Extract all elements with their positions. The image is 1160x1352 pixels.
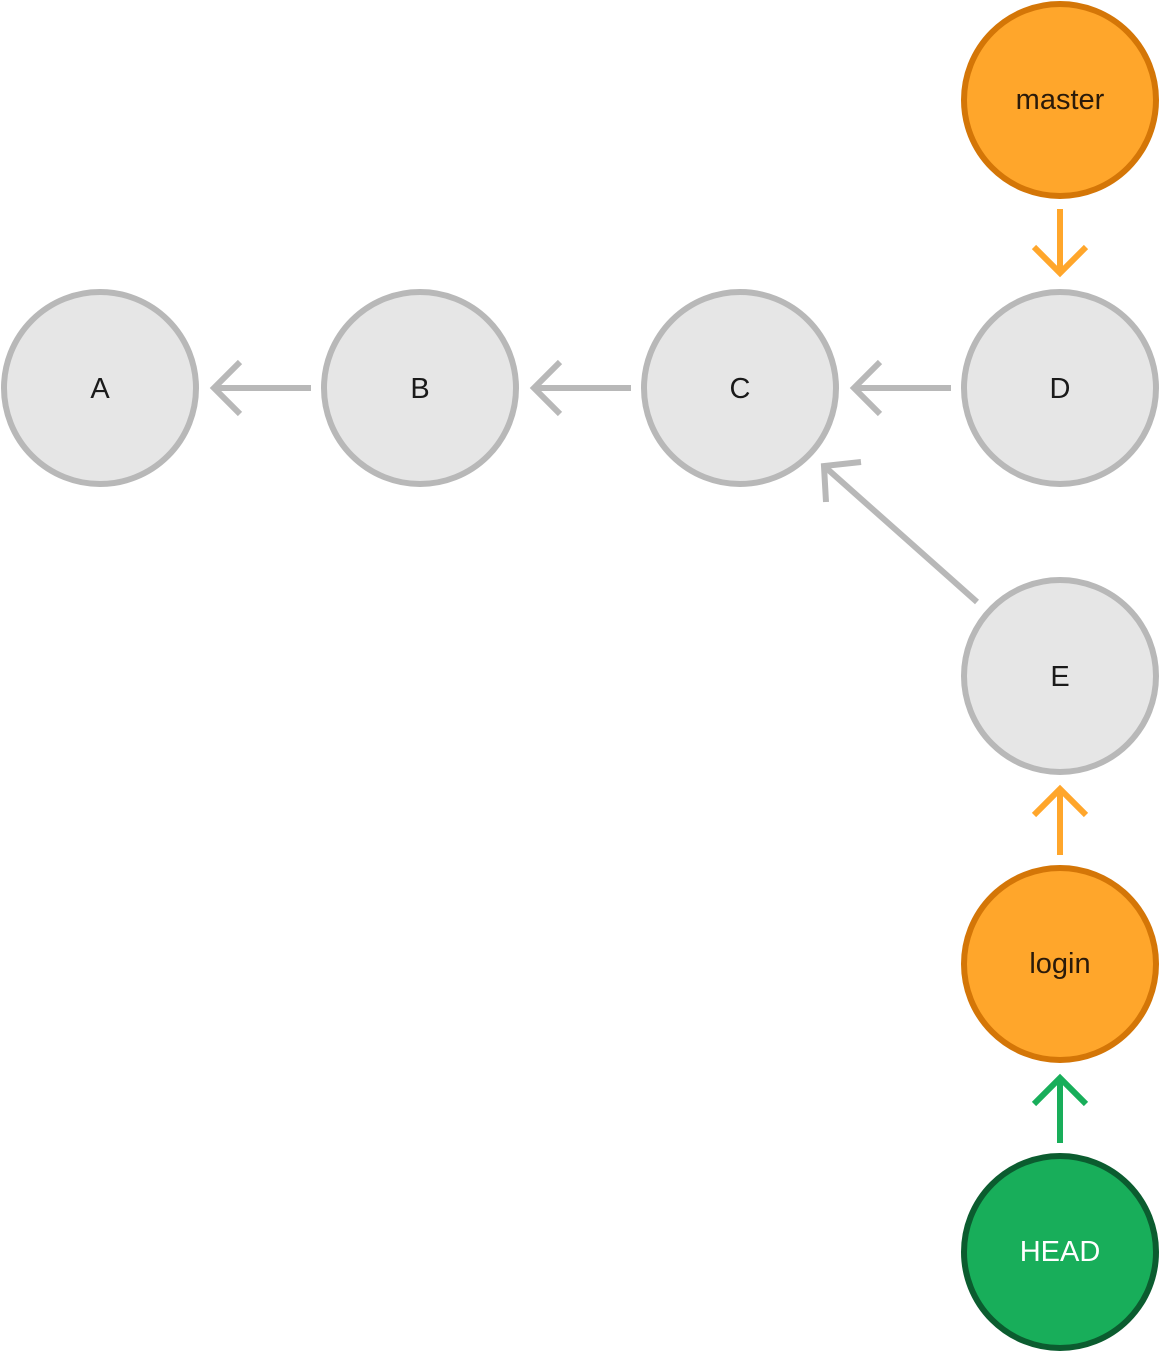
commit-label-d: D	[1050, 373, 1071, 405]
branch-label-master: master	[1016, 84, 1105, 116]
branch-node-master: master	[961, 1, 1159, 199]
edge-c-to-b	[529, 359, 631, 417]
commit-node-e: E	[961, 577, 1159, 775]
commit-node-b: B	[321, 289, 519, 487]
commit-label-e: E	[1050, 661, 1069, 693]
commit-node-a: A	[1, 289, 199, 487]
edges	[209, 209, 1089, 1143]
edge-d-to-c	[849, 359, 951, 417]
commit-node-d: D	[961, 289, 1159, 487]
commit-label-b: B	[410, 373, 429, 405]
edge-login-to-e	[1031, 784, 1089, 855]
commit-label-a: A	[90, 373, 110, 405]
commit-node-c: C	[641, 289, 839, 487]
edge-head-to-login	[1031, 1073, 1089, 1143]
head-node: HEAD	[961, 1153, 1159, 1351]
edge-b-to-a	[209, 359, 311, 417]
branch-node-login: login	[961, 865, 1159, 1063]
edge-e-to-c	[820, 459, 979, 605]
head-label: HEAD	[1020, 1236, 1101, 1268]
commits: A B C D E	[1, 289, 1159, 775]
branch-label-login: login	[1029, 948, 1090, 980]
refs: master login HEAD	[961, 1, 1159, 1351]
commit-label-c: C	[730, 373, 751, 405]
edge-master-to-d	[1031, 209, 1089, 278]
